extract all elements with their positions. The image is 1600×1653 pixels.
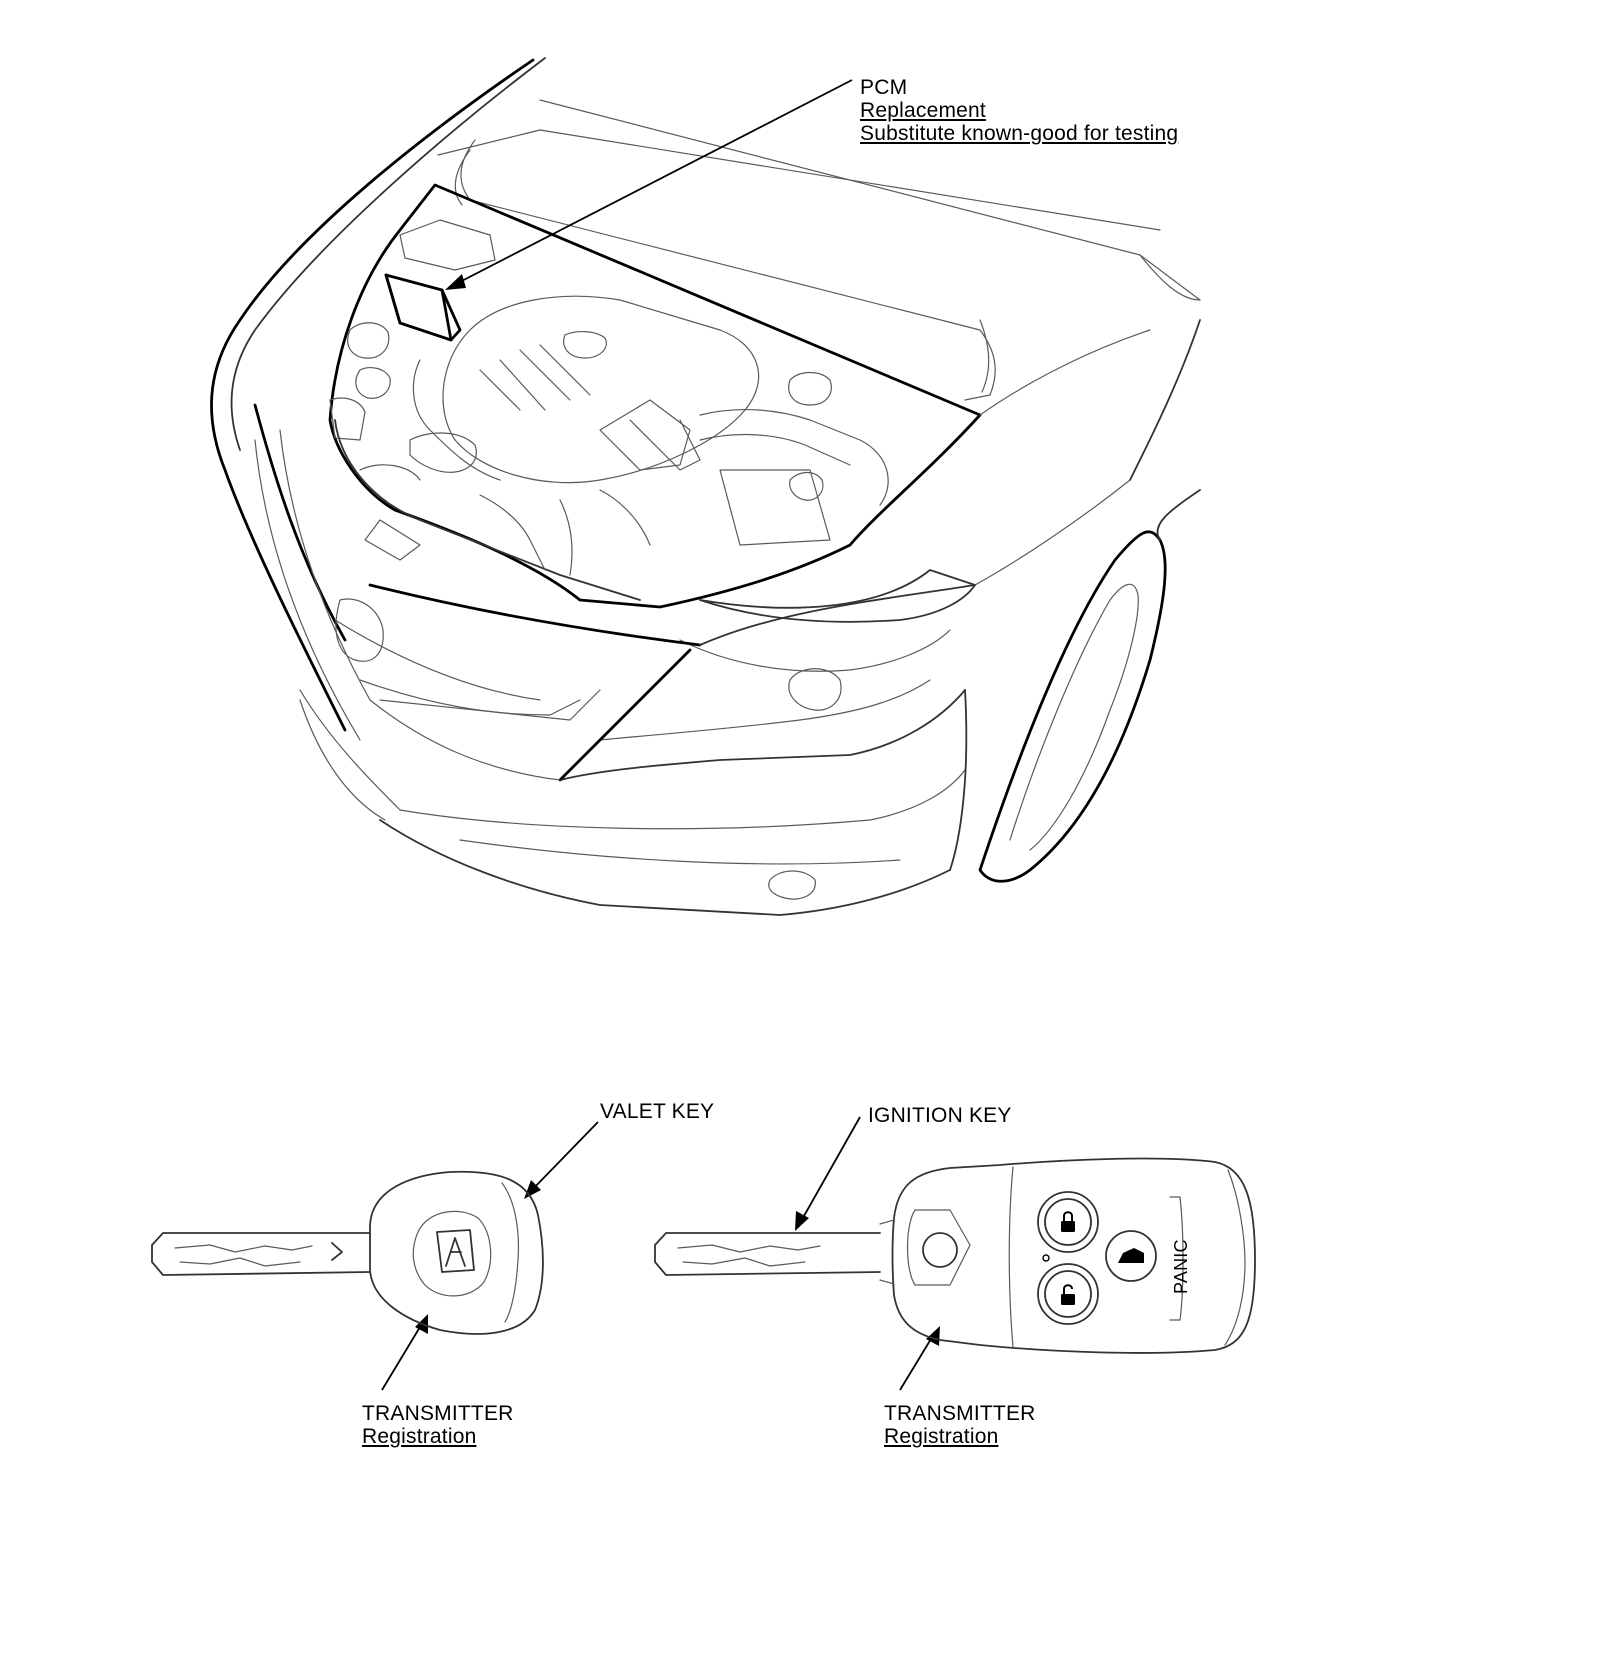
ignition-key-leader (795, 1116, 861, 1231)
front-fascia (253, 403, 966, 916)
valet-transmitter-leader (381, 1314, 428, 1391)
pcm-substitute-link[interactable]: Substitute known-good for testing (860, 122, 1179, 145)
acura-logo-icon (436, 1229, 475, 1273)
headlight (559, 569, 976, 781)
pcm-box (384, 273, 462, 342)
valet-key (151, 1170, 544, 1335)
valet-key-head (369, 1170, 544, 1335)
ignition-key-label: IGNITION KEY (868, 1104, 1012, 1127)
engine-cover (412, 295, 760, 484)
ignition-key-blade (654, 1232, 881, 1276)
pcm-replacement-link[interactable]: Replacement (860, 99, 986, 122)
panic-button-label: PANIC (1171, 1239, 1191, 1294)
valet-key-leader (524, 1121, 599, 1199)
ignition-key (654, 1157, 1256, 1354)
unlock-button (1037, 1263, 1099, 1325)
pcm-label: PCM (860, 76, 908, 99)
car-illustration (210, 57, 1201, 916)
blade-release-button (906, 1209, 971, 1286)
intake-duct (699, 408, 889, 506)
fender-left-edge (230, 57, 546, 451)
trunk-button (1105, 1230, 1157, 1282)
hood-inner-panel (460, 139, 996, 401)
led-indicator (1042, 1254, 1050, 1262)
ignition-fob-body (891, 1157, 1256, 1354)
fender-right-edge (1129, 319, 1201, 541)
hood-rear-edge (437, 129, 1201, 301)
valet-transmitter-label: TRANSMITTER (362, 1402, 514, 1425)
ignition-transmitter-registration-link[interactable]: Registration (884, 1425, 999, 1448)
ignition-transmitter-label: TRANSMITTER (884, 1402, 1036, 1425)
valet-key-blade (151, 1232, 371, 1276)
hood-outline (210, 58, 535, 732)
front-wheel (949, 530, 1167, 883)
valet-key-label: VALET KEY (600, 1100, 715, 1123)
valet-transmitter-registration-link[interactable]: Registration (362, 1425, 477, 1448)
pcm-leader (445, 79, 853, 290)
lock-button (1037, 1191, 1099, 1253)
engine-bay-opening (328, 183, 982, 609)
ignition-transmitter-leader (899, 1326, 940, 1391)
